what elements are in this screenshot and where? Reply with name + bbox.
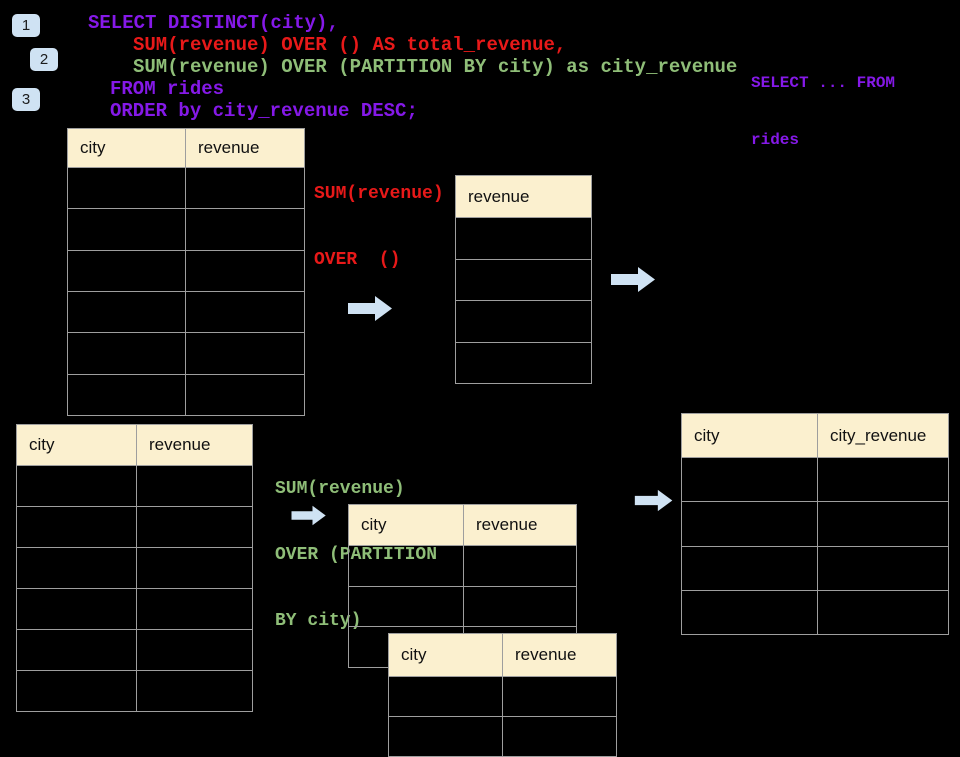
sql-line-order-by: ORDER by city_revenue DESC; xyxy=(110,100,418,122)
sql-line-from: FROM rides xyxy=(110,78,225,100)
arrow-shape xyxy=(348,296,392,321)
empty-table-cell xyxy=(136,670,252,711)
empty-table-cell xyxy=(681,457,817,502)
sql-line-total-revenue: SUM(revenue) OVER () AS total_revenue, xyxy=(133,34,567,56)
empty-table-cell xyxy=(681,589,817,634)
header-cell-city: city xyxy=(681,413,817,457)
empty-table-cell xyxy=(185,332,304,374)
empty-table-cell xyxy=(348,626,463,667)
empty-table-cell xyxy=(455,258,591,300)
empty-table-cell xyxy=(502,676,616,716)
right-arrow-icon xyxy=(634,489,673,512)
empty-table-cell xyxy=(67,332,185,374)
empty-table-cell xyxy=(67,167,185,209)
annotation-partition-line-3: BY city) xyxy=(275,611,362,631)
empty-table-cell xyxy=(67,208,185,250)
header-cell-city: city xyxy=(348,504,463,545)
annotation-total-line-1: SUM(revenue) xyxy=(314,184,444,204)
sql-line-select: SELECT DISTINCT(city), xyxy=(88,12,339,34)
empty-table-cell xyxy=(817,589,948,634)
step-badge-2: 2 xyxy=(30,48,58,71)
header-cell-city-revenue: city_revenue xyxy=(817,413,948,457)
side-note-line-1: SELECT ... FROM xyxy=(751,74,896,92)
empty-table-cell xyxy=(136,588,252,629)
header-cell-revenue: revenue xyxy=(455,175,591,217)
empty-table-cell xyxy=(348,585,463,627)
arrow-shape xyxy=(611,267,655,292)
empty-table-cell xyxy=(388,716,502,756)
arrow-shape xyxy=(291,505,326,526)
annotation-total-line-2: OVER () xyxy=(314,250,401,270)
empty-table-cell xyxy=(817,501,948,546)
empty-table-cell xyxy=(136,547,252,588)
empty-table-cell xyxy=(455,217,591,259)
header-cell-revenue: revenue xyxy=(502,633,616,676)
empty-table-cell xyxy=(681,545,817,590)
empty-table-cell xyxy=(817,545,948,590)
header-cell-revenue: revenue xyxy=(136,424,252,465)
empty-table-cell xyxy=(463,585,576,627)
header-cell-city: city xyxy=(67,128,185,167)
header-cell-city: city xyxy=(16,424,136,465)
step-badge-3: 3 xyxy=(12,88,40,111)
slide-canvas: 1 2 3 SELECT DISTINCT(city), SUM(revenue… xyxy=(12,12,949,757)
side-note-line-2: rides xyxy=(751,131,800,149)
empty-table-cell xyxy=(136,465,252,506)
empty-table-cell xyxy=(348,545,463,586)
sql-line-partition: SUM(revenue) OVER (PARTITION BY city) as… xyxy=(133,56,738,78)
empty-table-cell xyxy=(185,208,304,250)
empty-table-cell xyxy=(185,290,304,333)
empty-table-cell xyxy=(817,457,948,502)
right-arrow-icon xyxy=(611,267,655,292)
table-partition-group-2: city revenue xyxy=(388,633,617,757)
table-source-rides-bottom: city revenue xyxy=(16,424,253,712)
header-cell-city: city xyxy=(388,633,502,676)
right-arrow-icon xyxy=(291,505,326,526)
right-arrow-icon xyxy=(348,296,392,321)
empty-table-cell xyxy=(455,300,591,342)
header-cell-revenue: revenue xyxy=(185,128,304,167)
empty-table-cell xyxy=(16,547,136,588)
empty-table-cell xyxy=(136,506,252,547)
step-badge-1: 1 xyxy=(12,14,40,37)
side-note-select-from-rides: SELECT ... FROM rides xyxy=(751,36,895,188)
table-partition-group-1: city revenue xyxy=(348,504,577,668)
arrow-shape xyxy=(634,489,673,512)
empty-table-cell xyxy=(16,670,136,711)
empty-table-cell xyxy=(455,341,591,383)
empty-table-cell xyxy=(16,588,136,629)
empty-table-cell xyxy=(67,373,185,415)
empty-table-cell xyxy=(185,373,304,415)
empty-table-cell xyxy=(136,629,252,670)
empty-table-cell xyxy=(463,545,576,586)
annotation-partition-line-1: SUM(revenue) xyxy=(275,479,405,499)
empty-table-cell xyxy=(502,716,616,756)
table-source-rides-top: city revenue xyxy=(67,128,305,416)
empty-table-cell xyxy=(67,290,185,333)
empty-table-cell xyxy=(16,506,136,547)
header-cell-revenue: revenue xyxy=(463,504,576,545)
empty-table-cell xyxy=(388,676,502,716)
empty-table-cell xyxy=(185,249,304,291)
table-total-revenue-result: revenue xyxy=(455,175,592,384)
empty-table-cell xyxy=(67,249,185,291)
empty-table-cell xyxy=(16,629,136,670)
table-city-revenue-result: city city_revenue xyxy=(681,413,949,635)
empty-table-cell xyxy=(681,501,817,546)
annotation-total-revenue: SUM(revenue) OVER () xyxy=(314,139,444,315)
annotation-partition: SUM(revenue) OVER (PARTITION BY city) xyxy=(275,434,437,676)
empty-table-cell xyxy=(16,465,136,506)
annotation-partition-line-2: OVER (PARTITION xyxy=(275,545,438,565)
empty-table-cell xyxy=(185,167,304,209)
